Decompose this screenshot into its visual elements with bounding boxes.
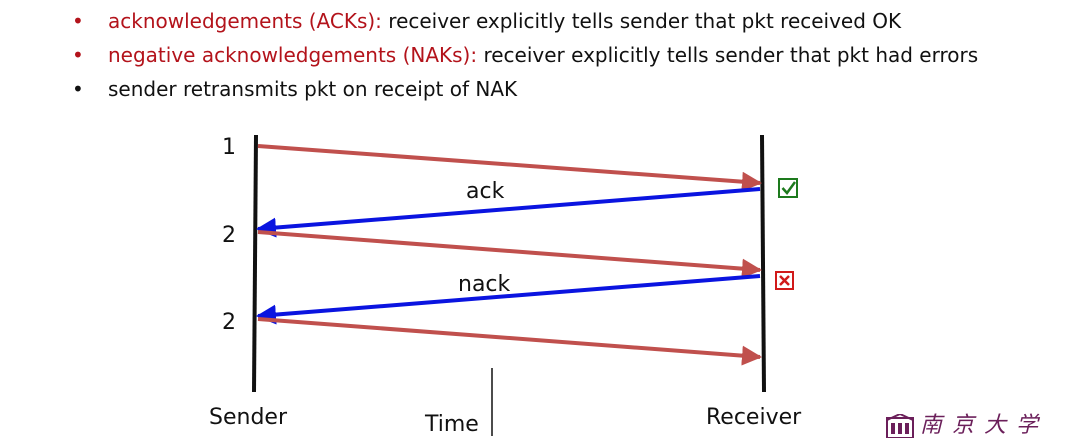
bullet-text: receiver explicitly tells sender that pk… <box>381 9 902 33</box>
university-crest-icon <box>886 414 914 438</box>
bullet-dot: • <box>72 43 84 67</box>
university-name: 南京大学 <box>920 413 1049 438</box>
bullet-text: receiver explicitly tells sender that pk… <box>477 43 979 67</box>
bullet-ack: • acknowledgements (ACKs): receiver expli… <box>72 4 978 38</box>
receiver-timeline <box>760 134 766 393</box>
bullet-term: acknowledgements (ACKs): <box>108 9 382 33</box>
time-label: Time <box>424 412 479 437</box>
x-box-icon <box>775 271 794 290</box>
data-arrow-1 <box>257 144 762 192</box>
ack-arrow <box>256 187 761 238</box>
bullet-text: sender retransmits pkt on receipt of NAK <box>108 77 518 101</box>
bullet-dot: • <box>72 9 84 33</box>
seq-label-2a: 2 <box>222 223 236 248</box>
bullet-term: negative acknowledgements (NAKs): <box>108 43 478 67</box>
seq-label-1: 1 <box>222 135 236 160</box>
bullet-list: • acknowledgements (ACKs): receiver expli… <box>72 4 978 106</box>
sender-label: Sender <box>209 405 288 430</box>
bullet-dot: • <box>72 77 84 101</box>
ack-label: ack <box>466 179 505 204</box>
bullet-nak: • negative acknowledgements (NAKs): recei… <box>72 38 978 72</box>
university-logo: 南京大学 <box>886 414 1048 438</box>
receiver-label: Receiver <box>706 405 802 430</box>
seq-label-2b: 2 <box>222 310 236 335</box>
nack-arrow <box>256 274 761 325</box>
data-arrow-3 <box>257 317 762 366</box>
check-box-icon <box>778 178 798 198</box>
bullet-retransmit: • sender retransmits pkt on receipt of NA… <box>72 72 978 106</box>
sender-timeline <box>252 134 258 393</box>
nack-label: nack <box>458 272 511 297</box>
data-arrow-2 <box>257 230 762 279</box>
